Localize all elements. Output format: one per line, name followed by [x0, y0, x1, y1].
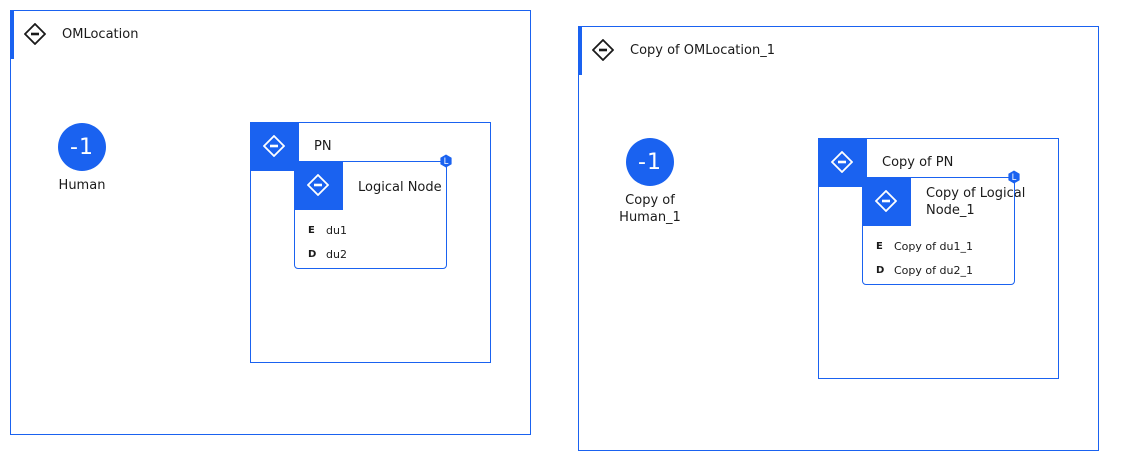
- row-value: Copy of du1_1: [894, 240, 973, 253]
- logical-node-icon-tile: [294, 161, 343, 210]
- row-key: D: [876, 265, 885, 276]
- location-accent-bar: [578, 26, 582, 75]
- human-glyph: -1: [70, 134, 94, 160]
- logical-node-diamond-icon: [307, 174, 329, 196]
- logical-node-title: Copy of Logical Node_1: [926, 186, 1026, 218]
- location-diamond-icon: [24, 23, 46, 45]
- location-title: OMLocation: [62, 27, 139, 42]
- pn-title: PN: [314, 139, 332, 154]
- row-key: E: [308, 225, 315, 236]
- row-key: D: [308, 249, 317, 260]
- human-label: Copy of Human_1: [619, 193, 681, 225]
- row-value: du2: [326, 248, 347, 261]
- row-value: du1: [326, 224, 347, 237]
- l-badge-letter: L: [1012, 173, 1017, 183]
- l-badge-letter: L: [444, 157, 449, 167]
- pn-diamond-icon: [831, 151, 853, 173]
- l-badge-icon: L: [1008, 170, 1020, 184]
- location-diamond-icon: [592, 39, 614, 61]
- pn-diamond-icon: [263, 135, 285, 157]
- human-label: Human: [58, 178, 106, 193]
- table-row[interactable]: D du2: [308, 248, 347, 261]
- logical-node-card[interactable]: [294, 161, 447, 269]
- human-glyph: -1: [638, 149, 662, 175]
- logical-node-title: Logical Node: [358, 180, 442, 195]
- logical-node-icon-tile: [862, 177, 911, 226]
- human-node[interactable]: -1: [58, 123, 106, 171]
- l-badge-icon: L: [440, 154, 452, 168]
- location-accent-bar: [10, 10, 14, 59]
- pn-title: Copy of PN: [882, 155, 954, 170]
- table-row[interactable]: D Copy of du2_1: [876, 264, 973, 277]
- row-value: Copy of du2_1: [894, 264, 973, 277]
- location-title: Copy of OMLocation_1: [630, 43, 775, 58]
- pn-icon-tile: [250, 122, 299, 171]
- table-row[interactable]: E du1: [308, 224, 347, 237]
- logical-node-diamond-icon: [875, 190, 897, 212]
- row-key: E: [876, 241, 883, 252]
- table-row[interactable]: E Copy of du1_1: [876, 240, 973, 253]
- human-node[interactable]: -1: [626, 138, 674, 186]
- pn-icon-tile: [818, 138, 867, 187]
